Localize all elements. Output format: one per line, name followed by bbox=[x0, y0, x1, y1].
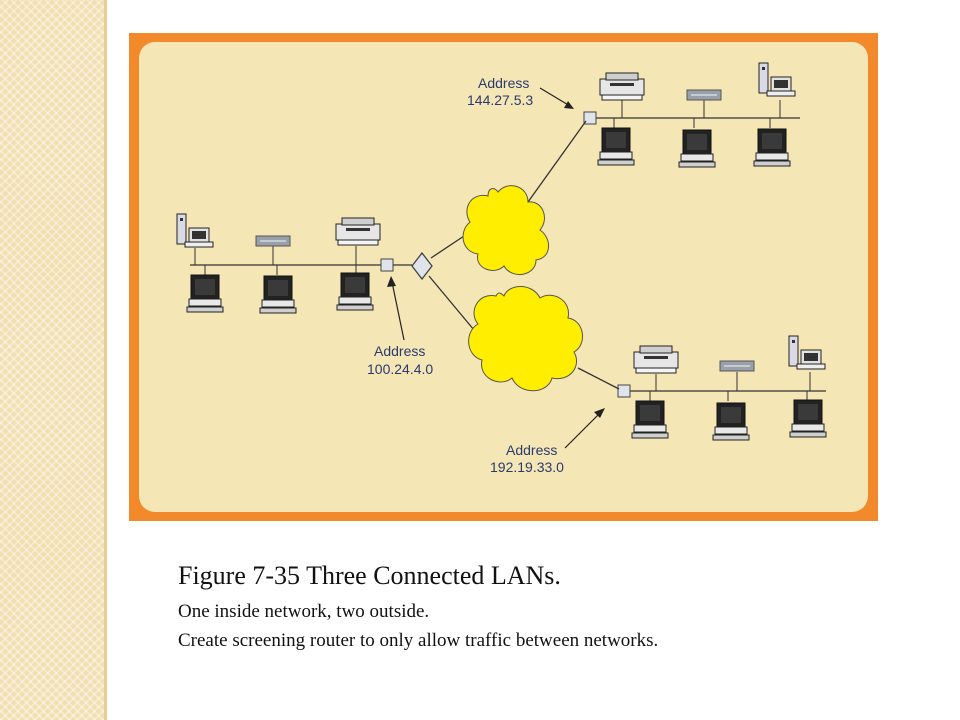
side-strip-edge bbox=[104, 0, 107, 720]
screening-router bbox=[411, 251, 433, 281]
lan-upper-hub bbox=[686, 89, 722, 101]
address-label-lower-word: Address bbox=[506, 442, 557, 458]
lan-upper-pc-1 bbox=[597, 127, 635, 166]
lan-lower-pc-1 bbox=[631, 400, 669, 439]
address-label-upper: Address 144.27.5.3 bbox=[467, 75, 574, 109]
address-label-left-value: 100.24.4.0 bbox=[367, 361, 433, 377]
lan-upper bbox=[583, 62, 800, 168]
lan-upper-printer bbox=[599, 72, 645, 101]
caption-line-1: One inside network, two outside. bbox=[178, 601, 430, 622]
lan-left-pc-3 bbox=[336, 272, 374, 311]
cloud-upper bbox=[462, 185, 549, 275]
lan-lower-pc-3 bbox=[789, 399, 827, 438]
address-label-left: Address 100.24.4.0 bbox=[367, 276, 433, 377]
address-label-lower: Address 192.19.33.0 bbox=[490, 408, 605, 475]
lan-left-printer bbox=[335, 217, 381, 246]
address-label-left-word: Address bbox=[374, 343, 425, 359]
address-label-upper-value: 144.27.5.3 bbox=[467, 92, 533, 108]
figure-caption-title: Figure 7-35 Three Connected LANs. bbox=[178, 561, 561, 590]
address-label-lower-value: 192.19.33.0 bbox=[490, 459, 564, 475]
lan-lower bbox=[617, 335, 827, 441]
lan-lower-pc-2 bbox=[712, 402, 750, 441]
lan-left-hub bbox=[255, 235, 291, 247]
decorative-side-strip bbox=[0, 0, 104, 720]
lan-left-connector bbox=[380, 258, 394, 272]
lan-upper-pc-2 bbox=[678, 129, 716, 168]
lan-left bbox=[176, 213, 394, 314]
address-label-upper-word: Address bbox=[478, 75, 529, 91]
lan-left-workstation bbox=[176, 213, 214, 248]
lan-upper-workstation bbox=[758, 62, 796, 97]
cloud-lower bbox=[468, 286, 583, 392]
lan-lower-workstation bbox=[788, 335, 826, 370]
lan-left-pc-1 bbox=[186, 274, 224, 313]
caption-line-2: Create screening router to only allow tr… bbox=[178, 630, 659, 651]
lan-lower-hub bbox=[719, 360, 755, 372]
lan-lower-printer bbox=[633, 345, 679, 374]
lan-left-pc-2 bbox=[259, 275, 297, 314]
router-links bbox=[393, 120, 620, 390]
lan-lower-connector bbox=[617, 384, 631, 398]
lan-upper-pc-3 bbox=[753, 128, 791, 167]
